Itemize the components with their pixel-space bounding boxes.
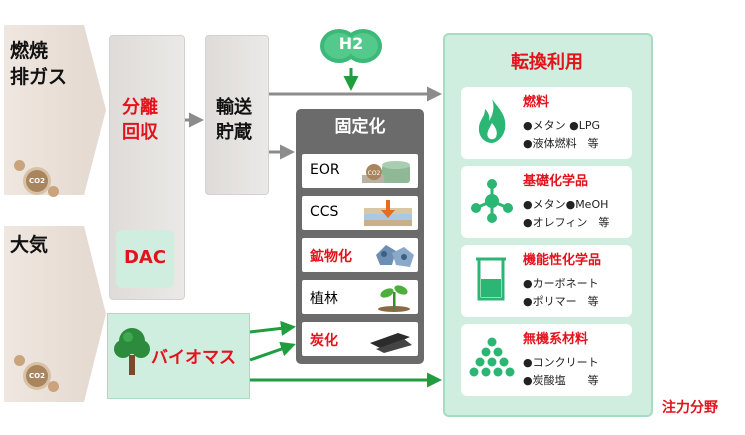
category-item: ●炭酸塩 等 <box>523 374 599 387</box>
category-item: ●コンクリート <box>523 356 599 369</box>
co2-molecule-dot <box>14 355 25 366</box>
category-item: ●ポリマー 等 <box>523 295 599 308</box>
category-item: ●メタン●MeOH <box>523 198 609 211</box>
svg-text:CO2: CO2 <box>368 170 381 177</box>
category-title: 基礎化学品 <box>523 174 589 189</box>
flame-icon <box>478 99 506 143</box>
pyramid-dots-icon <box>469 337 515 377</box>
beaker-icon <box>476 257 506 301</box>
fixation-item-label: EOR <box>310 162 340 178</box>
oil-tank-icon: CO2 <box>362 161 410 183</box>
co2-icon: CO2 <box>26 365 48 387</box>
category-title: 燃料 <box>523 95 550 110</box>
fixation-item-label: 炭化 <box>310 333 338 349</box>
category-item: ●カーボネート <box>523 277 599 290</box>
fixation-item-label: 鉱物化 <box>310 249 352 265</box>
category-fuel: 燃料 ●メタン ●LPG ●液体燃料 等 <box>461 87 632 159</box>
hydrogen-label: H2 <box>338 34 364 53</box>
focus-area-label: 注力分野 <box>662 400 718 416</box>
flue-gas-label: 燃焼 排ガス <box>10 40 68 88</box>
sprout-icon <box>378 285 410 312</box>
fixation-title: 固定化 <box>334 117 386 137</box>
category-item: ●液体燃料 等 <box>523 137 599 150</box>
category-inorganic-materials: 無機系材料 ●コンクリート ●炭酸塩 等 <box>461 324 632 396</box>
tree-icon <box>114 328 150 375</box>
minerals-icon <box>376 245 414 267</box>
charcoal-icon <box>370 333 412 353</box>
dac-label: DAC <box>123 247 167 268</box>
conversion-title: 転換利用 <box>511 52 583 73</box>
flue-gas-chevron <box>84 25 106 195</box>
atmosphere-chevron <box>84 226 106 402</box>
dac-box <box>116 230 174 288</box>
hydrogen-icon <box>320 29 382 63</box>
underground-storage-icon <box>364 200 412 226</box>
co2-molecule-dot <box>14 160 25 171</box>
fixation-item-label: CCS <box>310 204 339 220</box>
transport-storage-box <box>205 35 269 195</box>
arrow-biomass-to-fixation-lower <box>249 341 296 362</box>
arrow-biomass-to-fixation-upper <box>249 320 296 336</box>
fixation-panel <box>296 109 424 364</box>
category-item: ●メタン ●LPG <box>523 119 600 132</box>
transport-storage-label: 輸送 貯蔵 <box>216 97 252 143</box>
capture-label: 分離 回収 <box>122 97 158 143</box>
molecule-icon <box>471 179 513 223</box>
co2-icon: CO2 <box>26 170 48 192</box>
fixation-item-mineralization: 鉱物化 <box>302 238 418 272</box>
co2-molecule-dot <box>48 381 59 392</box>
category-title: 機能性化学品 <box>523 253 602 268</box>
atmosphere-label: 大気 <box>10 234 49 256</box>
category-basic-chemicals: 基礎化学品 ●メタン●MeOH ●オレフィン 等 <box>461 166 632 238</box>
category-item: ●オレフィン 等 <box>523 216 610 229</box>
fixation-item-eor: EOR CO2 <box>302 154 418 188</box>
fixation-item-ccs: CCS <box>302 196 418 230</box>
fixation-item-label: 植林 <box>310 291 338 307</box>
fixation-item-carbonization: 炭化 <box>302 322 418 356</box>
category-functional-chemicals: 機能性化学品 ●カーボネート ●ポリマー 等 <box>461 245 632 317</box>
co2-molecule-dot <box>48 186 59 197</box>
category-title: 無機系材料 <box>523 332 589 347</box>
biomass-label: バイオマス <box>151 348 236 368</box>
fixation-item-afforestation: 植林 <box>302 280 418 314</box>
